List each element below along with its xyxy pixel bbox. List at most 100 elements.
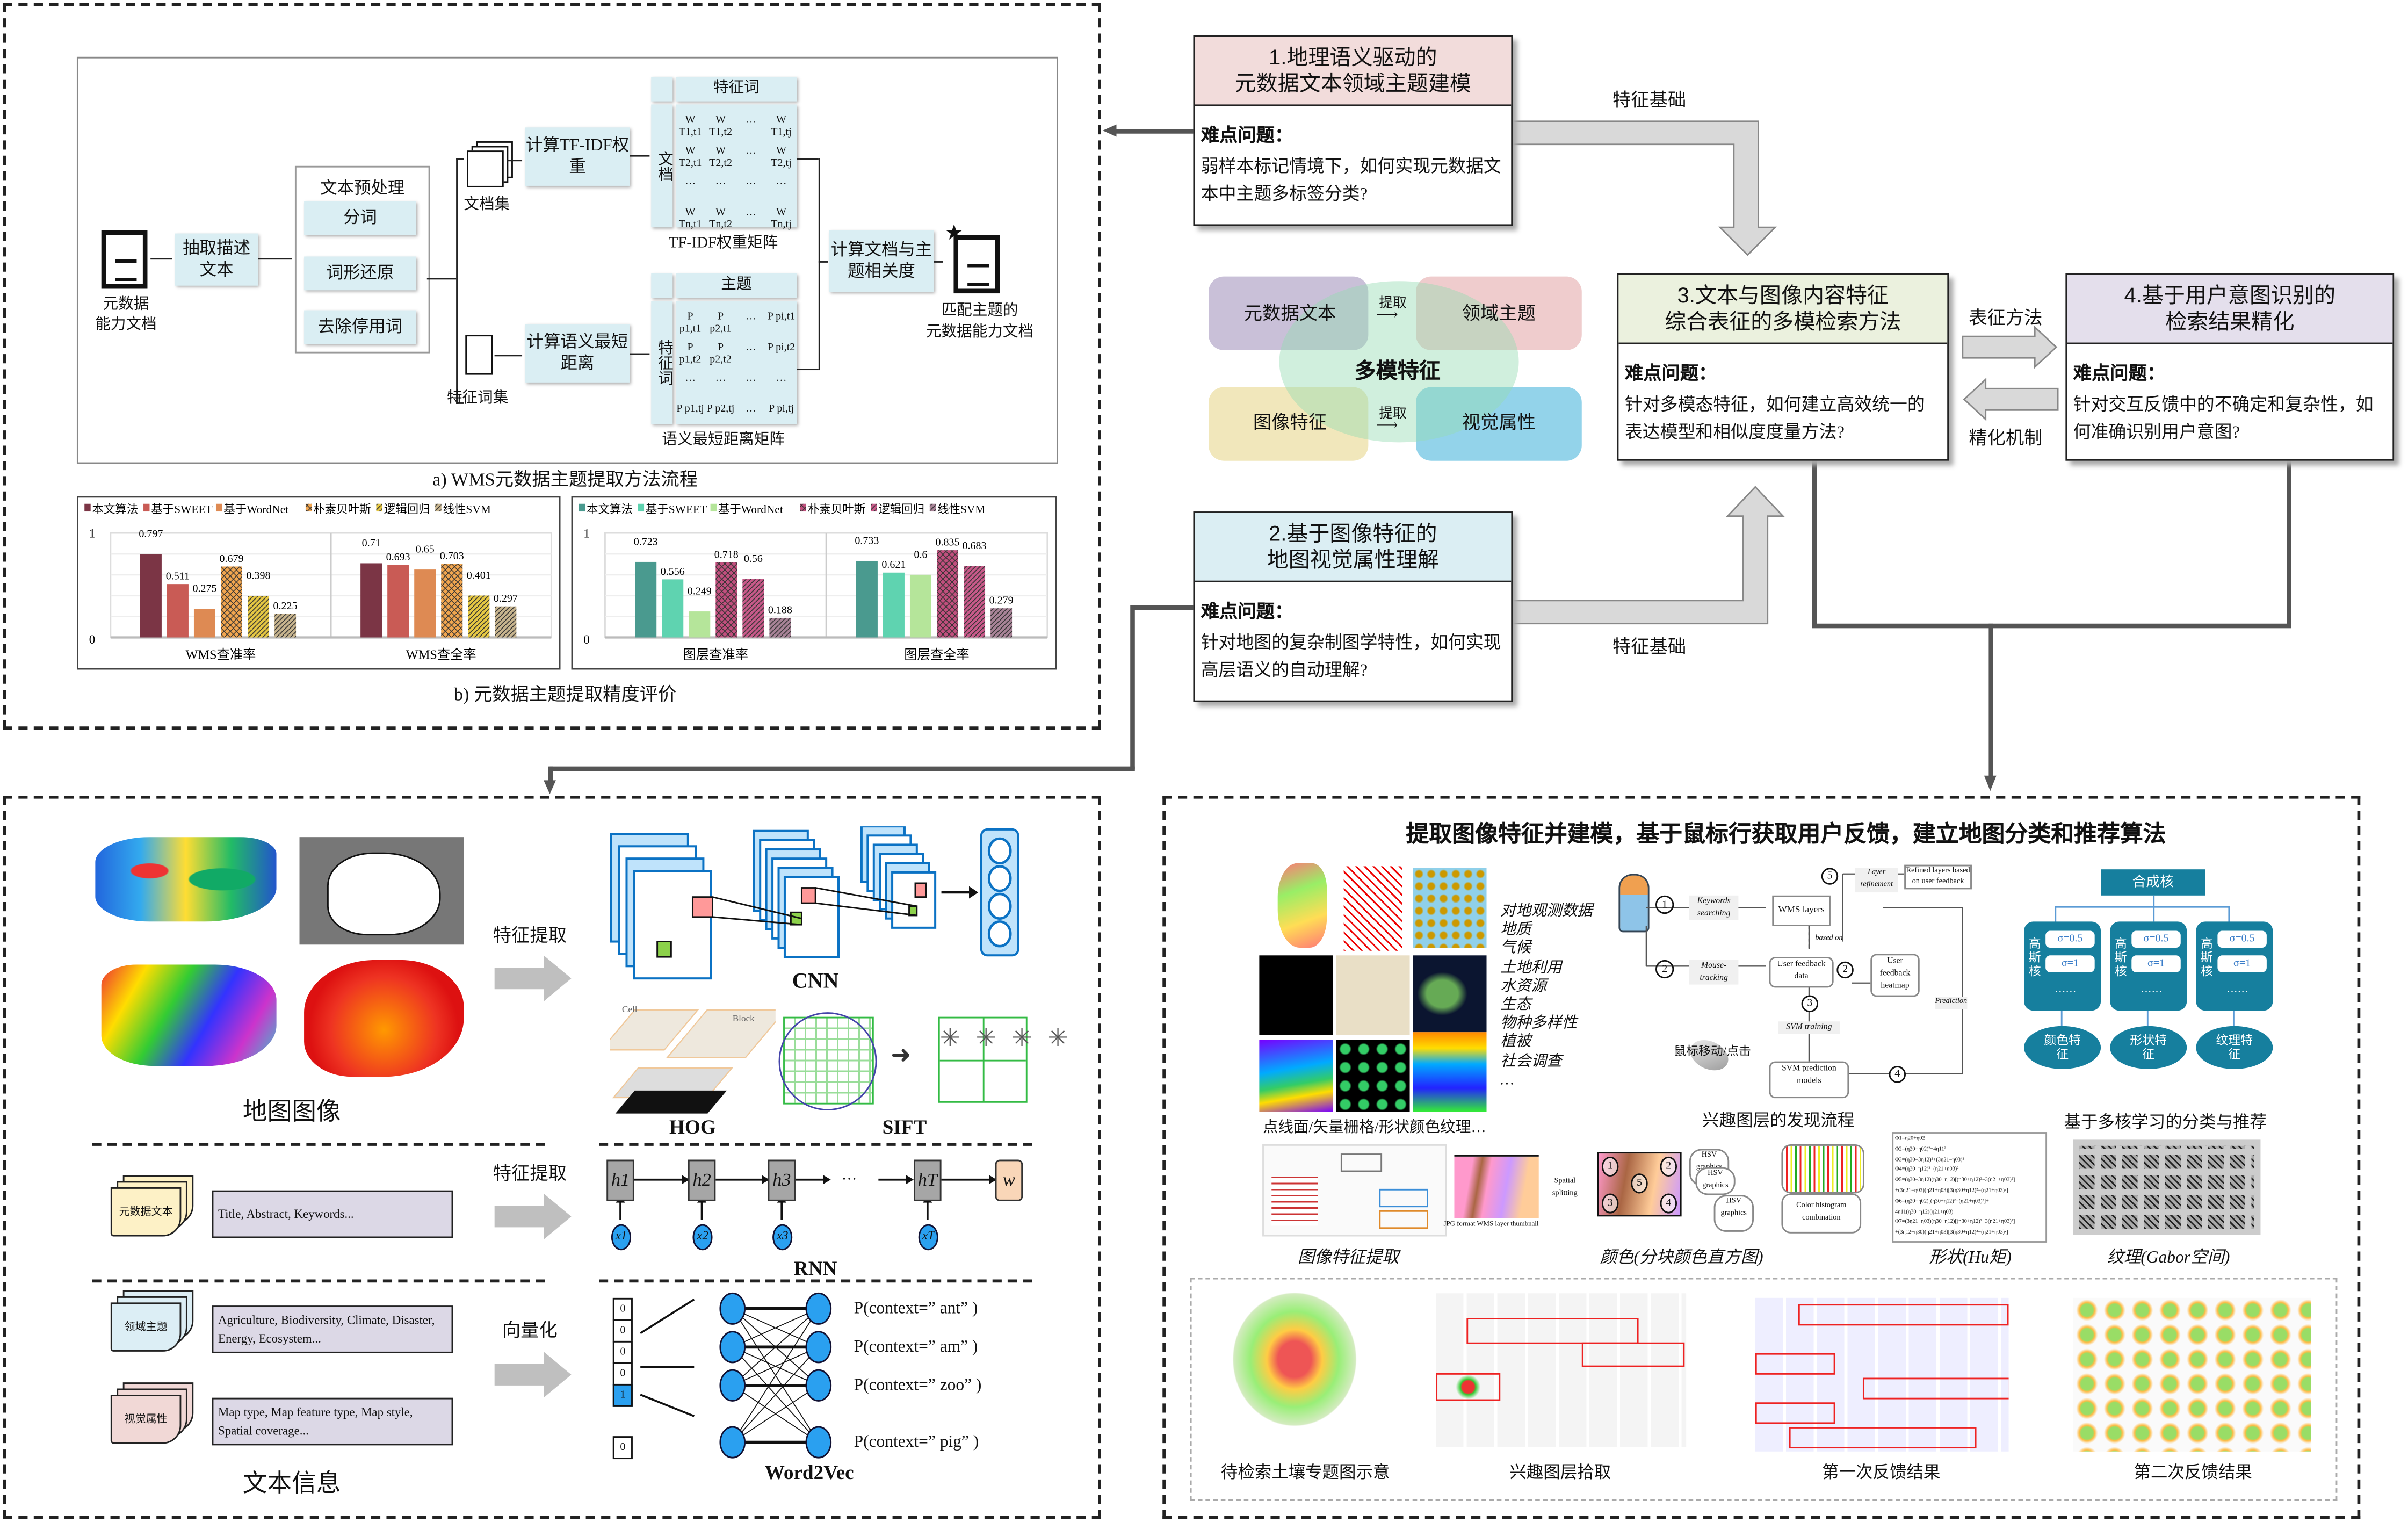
document-icon <box>101 230 148 289</box>
step-badge: 2 <box>1655 960 1674 979</box>
hu-formula: Φ2=(η20−η02)²+4η11² <box>1895 1145 1946 1152</box>
card-title: 地图视觉属性理解 <box>1267 546 1439 572</box>
big-arrow-icon <box>494 1193 572 1240</box>
refine-arrow <box>1963 378 2059 421</box>
matrix-header: 特征词 <box>675 76 797 102</box>
featset-label: 特征词集 <box>446 390 509 407</box>
card-question-label: 难点问题： <box>1624 362 1717 384</box>
feature-ellipse: 颜色特征 <box>2024 1026 2101 1069</box>
card-visual-attributes: 2.基于图像特征的地图视觉属性理解 难点问题：针对地图的复杂制图学特性，如何实现… <box>1193 511 1513 702</box>
x-category-label: 图层查准率 <box>683 648 748 662</box>
bar <box>468 595 490 638</box>
bar-value-label: 0.249 <box>688 586 712 597</box>
feature-ellipse: 纹理特征 <box>2196 1026 2273 1069</box>
bar-value-label: 0.718 <box>714 549 739 560</box>
hu-formula: Φ3=(η30−3η12)²+(3η21−η03)² <box>1895 1156 1964 1163</box>
input-arrow <box>640 1299 695 1335</box>
context-probability: P(context=” pig” ) <box>854 1433 979 1452</box>
matrix-cell: P p2,tj <box>706 402 735 415</box>
arrow-down-icon <box>544 780 556 795</box>
tfidf-matrix-caption: TF-IDF权重矩阵 <box>668 235 778 252</box>
legend-label: 本文算法 <box>92 503 139 516</box>
step-badge: 2 <box>1836 961 1854 979</box>
australia-map-image <box>299 837 464 945</box>
y-tick-label: 1 <box>583 527 589 540</box>
sigma-value: σ=0.5 <box>2217 930 2267 948</box>
matrix-cell: … <box>715 175 726 187</box>
legend-label: 本文算法 <box>587 503 633 516</box>
text-info-box: Map type, Map feature type, Map style, S… <box>212 1397 453 1446</box>
legend-swatch <box>871 503 877 512</box>
bar-value-label: 0.65 <box>416 544 435 556</box>
card-description: 针对多模态特征，如何建立高效统一的表达模型和相似度度量方法? <box>1624 396 1925 443</box>
observation-item: 物种多样性 <box>1500 1015 1578 1033</box>
gaussian-kernel-label: 高斯核 <box>2028 936 2041 979</box>
one-hot-cell: 0 <box>612 1319 633 1343</box>
output-doc-label: 匹配主题的元数据能力文档 <box>926 301 1033 344</box>
matrix-cell: P p1,t2 <box>679 341 702 366</box>
map-images-label: 地图图像 <box>242 1100 341 1126</box>
multimodal-circle <box>1279 281 1519 443</box>
x-category-label: 图层查全率 <box>904 648 969 662</box>
legend-swatch <box>376 503 382 512</box>
one-hot-cell: 1 <box>612 1383 633 1407</box>
bar <box>495 606 517 638</box>
matrix-cell: … <box>746 144 757 157</box>
matrix-cell: W T2,t2 <box>709 144 732 169</box>
feature-base-arrow-top <box>1510 120 1777 256</box>
multimodal-center: 多模特征 <box>1354 358 1441 383</box>
bar-value-label: 0.275 <box>192 583 216 595</box>
africa-map-image <box>304 960 464 1077</box>
layer-discovery-flow: 1 2 Keywords searching Mouse-tracking WM… <box>1612 864 1981 1099</box>
step-remove-stopwords: 去除停用词 <box>304 310 416 344</box>
caption-shape: 形状(Hu矩) <box>1929 1249 2012 1267</box>
document-icon-label: 领域主题 <box>124 1321 168 1333</box>
bar-value-label: 0.188 <box>768 604 792 616</box>
matrix-cell: … <box>746 341 757 354</box>
bar <box>856 560 878 638</box>
mouse-action-label: 鼠标移动/点击 <box>1674 1044 1751 1058</box>
matrix-cell: W Tn,t2 <box>709 206 732 230</box>
feature-base-label: 特征基础 <box>1612 89 1687 111</box>
matrix-side: 特征词 <box>651 301 673 424</box>
observation-item: 对地观测数据 <box>1500 903 1593 920</box>
big-arrow-icon <box>494 1351 572 1398</box>
matrix-cell: W T1,tj <box>771 113 792 139</box>
matrix-cell: … <box>685 175 696 187</box>
text-info-label: 文本信息 <box>242 1471 341 1498</box>
picked-layers-grid[interactable] <box>1436 1293 1687 1447</box>
observation-item: 水资源 <box>1500 978 1547 996</box>
result-caption: 第二次反馈结果 <box>2134 1463 2252 1482</box>
second-feedback-grid[interactable] <box>2073 1297 2311 1452</box>
legend-label: 朴素贝叶斯 <box>808 503 865 516</box>
feedback-heatmap-box: User feedback heatmap <box>1870 954 1920 997</box>
quad-label: 视觉属性 <box>1462 412 1536 434</box>
x-category-label: WMS查全率 <box>406 648 476 662</box>
semantic-distance-box: 计算语义最短距离 <box>525 324 630 383</box>
first-feedback-grid[interactable] <box>1755 1297 2009 1452</box>
represent-arrow <box>1962 326 2058 369</box>
hu-formula: Φ1=η20+η02 <box>1895 1135 1925 1142</box>
bar-value-label: 0.835 <box>936 537 960 549</box>
wms-layers-box: WMS layers <box>1772 895 1831 926</box>
matrix-cell: W Tn,tj <box>771 206 792 230</box>
result-caption: 第一次反馈结果 <box>1822 1463 1941 1482</box>
matrix-cell: P p1,tj <box>676 402 704 415</box>
vectorize-label: 向量化 <box>502 1319 558 1341</box>
kernel-ellipsis: …… <box>2141 983 2163 996</box>
rnn-connections <box>616 1175 997 1220</box>
bar <box>715 562 737 638</box>
text-info-content: Agriculture, Biodiversity, Climate, Disa… <box>218 1312 435 1345</box>
bar <box>193 609 215 638</box>
svm-training: SVM training <box>1778 1021 1840 1034</box>
query-soil-map <box>1216 1290 1373 1444</box>
matrix-cell: W T1,t1 <box>678 113 702 139</box>
output-node <box>805 1426 832 1459</box>
text-info-box: Agriculture, Biodiversity, Climate, Disa… <box>212 1305 453 1353</box>
caption-texture: 纹理(Gabor空间) <box>2107 1249 2230 1267</box>
legend-label: 逻辑回归 <box>384 503 430 516</box>
sigma-value: σ=1 <box>2217 955 2267 972</box>
bar-value-label: 0.225 <box>273 600 298 612</box>
